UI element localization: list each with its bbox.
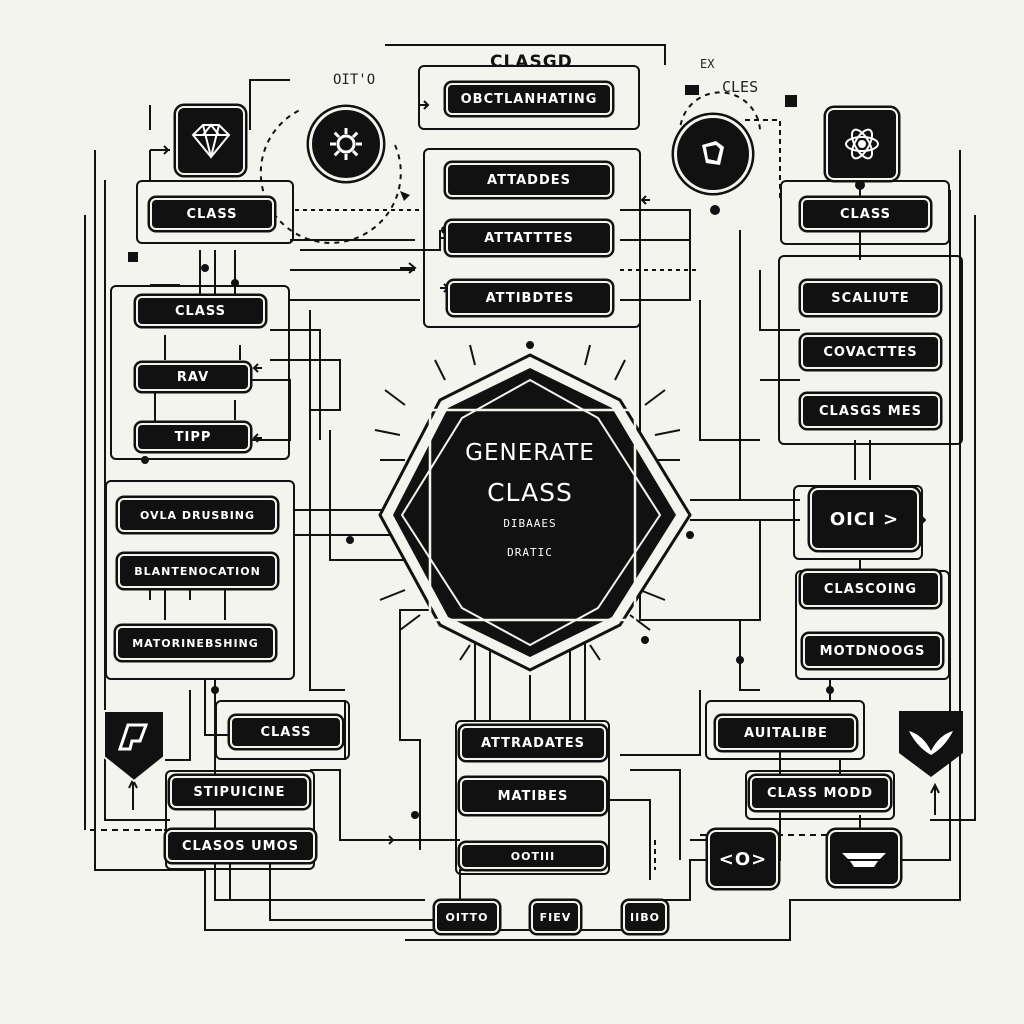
top-center-frame bbox=[418, 65, 640, 130]
gear-icon bbox=[312, 110, 380, 178]
bottom-left-class-box: CLASS bbox=[232, 718, 340, 746]
hub-subtitle-line2: DRATIC bbox=[507, 546, 553, 559]
gem-icon bbox=[178, 108, 243, 173]
header-left-mark: OIT'O bbox=[333, 72, 376, 88]
bottom-center-box-3: OOTIII bbox=[462, 845, 604, 867]
bottom-left-box-2: STIPUICINE bbox=[172, 778, 307, 806]
attribute-box-2: ATTATTTES bbox=[448, 223, 610, 253]
bottom-right-frame bbox=[705, 700, 865, 760]
right-group1-box-2: COVACTTES bbox=[803, 337, 938, 367]
hub-title-line2: CLASS bbox=[487, 478, 573, 507]
code-box: <O> bbox=[710, 832, 776, 886]
bottom-center-frame bbox=[455, 720, 610, 875]
attribute-box-1: ATTADDES bbox=[448, 165, 610, 195]
left-group1-box-2: RAV bbox=[138, 365, 248, 389]
footer-box-2: FIEV bbox=[533, 903, 578, 931]
hub-subtitle-line1: DIBAAES bbox=[503, 517, 557, 530]
bottom-left-box-3: CLASOS UMOS bbox=[168, 832, 313, 860]
right-class-box: CLASS bbox=[803, 200, 928, 228]
right-group1-box-3: CLASGS MES bbox=[803, 396, 938, 426]
right-group2-box-1: CLASCOING bbox=[803, 573, 938, 605]
right-group2-box-2: MOTDNOOGS bbox=[805, 636, 940, 666]
shield-icon-top bbox=[677, 118, 749, 190]
left-class-frame bbox=[136, 180, 294, 244]
bottom-center-box-2: MATIBES bbox=[462, 780, 604, 812]
left-group2-box-3: MATORINEBSHING bbox=[118, 628, 273, 658]
top-center-box: OBCTLANHATING bbox=[448, 85, 610, 113]
left-group2-box-1: OVLA DRUSBING bbox=[120, 500, 275, 530]
header-cles-label: CLES bbox=[722, 78, 759, 96]
attribute-box-3: ATTIBDTES bbox=[450, 283, 610, 313]
right-group1-frame bbox=[778, 255, 963, 445]
right-class-frame bbox=[780, 180, 950, 245]
diagram-title: CLASGD bbox=[490, 52, 573, 72]
right-group2-frame bbox=[795, 570, 950, 680]
footer-box-1: OITTO bbox=[437, 903, 497, 931]
bottom-left-class-frame bbox=[215, 700, 350, 760]
bottom-right-box-1: AUITALIBE bbox=[718, 718, 854, 748]
hub-text: GENERATE CLASS DIBAAES DRATIC bbox=[430, 440, 630, 559]
left-class-box: CLASS bbox=[152, 200, 272, 228]
bottom-center-box-1: ATTRADATES bbox=[462, 728, 604, 758]
oici-box: OICI > bbox=[812, 490, 917, 548]
right-group1-box-1: SCALIUTE bbox=[803, 283, 938, 313]
wing-shield-icon bbox=[899, 711, 963, 777]
left-group1-box-1: CLASS bbox=[138, 298, 263, 324]
left-group2-box-2: BLANTENOCATION bbox=[120, 556, 275, 586]
hub-title-line1: GENERATE bbox=[465, 440, 595, 466]
bottom-right-box-2: CLASS MODD bbox=[752, 778, 888, 808]
left-group1-frame bbox=[110, 285, 290, 460]
bottom-left-group-frame bbox=[165, 770, 315, 870]
header-ex-label: EX bbox=[700, 57, 715, 71]
footer-box-3: IIBO bbox=[625, 903, 665, 931]
hub-shape bbox=[378, 353, 692, 672]
oici-frame bbox=[793, 485, 923, 560]
left-group1-box-3: TIPP bbox=[138, 425, 248, 449]
shield-icon-bottom-left bbox=[103, 710, 165, 783]
left-group2-frame bbox=[105, 480, 295, 680]
atom-icon bbox=[828, 110, 896, 178]
wing-emblem-icon bbox=[830, 832, 898, 884]
class-modd-frame bbox=[745, 770, 895, 820]
attributes-frame bbox=[423, 148, 641, 328]
